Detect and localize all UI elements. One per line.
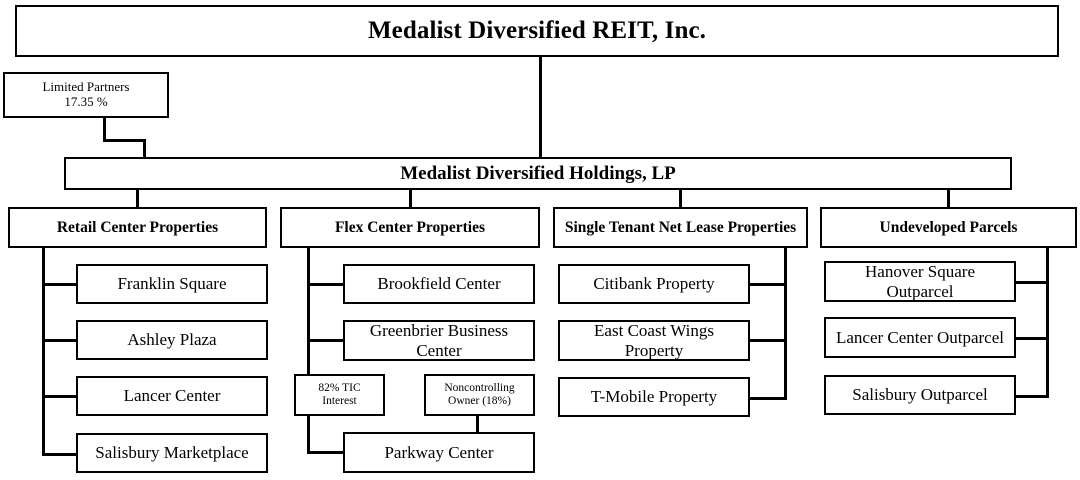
connector-lp-down <box>103 118 106 141</box>
node-ashley-plaza: Ashley Plaza <box>76 320 268 360</box>
stub-retail-salisbury-marketplace <box>42 453 78 456</box>
node-category-single-tenant-net-lease-properties: Single Tenant Net Lease Properties <box>553 207 808 248</box>
node-parkway-center: Parkway Center <box>343 432 535 473</box>
spine-undeveloped-parcels <box>1046 248 1049 398</box>
node-limited-partners-percent: 17.35 % <box>64 94 108 109</box>
node-greenbrier-business-center: Greenbrier Business Center <box>343 320 535 361</box>
node-medalist-reit-label: Medalist Diversified REIT, Inc. <box>367 17 707 44</box>
node-franklin-square: Franklin Square <box>76 264 268 304</box>
node-limited-partners: Limited Partners 17.35 % <box>3 72 169 118</box>
stub-retail-lancer-center <box>42 395 78 398</box>
node-category-undeveloped-parcels: Undeveloped Parcels <box>820 207 1077 248</box>
stub-retail-ashley-plaza <box>42 339 78 342</box>
node-t-mobile-property: T-Mobile Property <box>558 377 750 417</box>
node-salisbury-marketplace-label: Salisbury Marketplace <box>95 443 249 463</box>
connector-holdings-to-single-tenant <box>679 190 682 208</box>
stub-undeveloped-salisbury <box>1012 395 1049 398</box>
node-tic-interest: 82% TIC Interest <box>294 374 385 416</box>
node-category-flex-center-properties: Flex Center Properties <box>280 207 540 248</box>
node-category-single-tenant-net-lease-properties-label: Single Tenant Net Lease Properties <box>564 218 797 236</box>
stub-single-tenant-t-mobile <box>749 397 787 400</box>
node-lancer-center-outparcel: Lancer Center Outparcel <box>824 317 1016 358</box>
node-category-retail-center-properties: Retail Center Properties <box>8 207 267 248</box>
connector-lp-into-holdings <box>143 139 146 158</box>
spine-single-tenant <box>784 248 787 400</box>
connector-holdings-to-undeveloped <box>947 190 950 208</box>
connector-holdings-to-retail <box>136 190 139 208</box>
node-tic-interest-label: 82% TIC Interest <box>318 382 361 407</box>
node-category-retail-center-properties-label: Retail Center Properties <box>56 218 219 236</box>
node-lancer-center: Lancer Center <box>76 376 268 416</box>
stub-retail-franklin-square <box>42 283 78 286</box>
spine-retail-center <box>42 248 45 456</box>
node-greenbrier-business-center-label: Greenbrier Business Center <box>369 321 509 360</box>
connector-lp-across <box>103 139 146 142</box>
node-citibank-property-label: Citibank Property <box>593 274 715 294</box>
node-lancer-center-label: Lancer Center <box>123 386 221 406</box>
node-limited-partners-label: Limited Partners <box>42 79 130 95</box>
node-lancer-center-outparcel-label: Lancer Center Outparcel <box>835 327 1005 347</box>
node-franklin-square-label: Franklin Square <box>117 274 227 294</box>
node-category-undeveloped-parcels-label: Undeveloped Parcels <box>879 218 1018 236</box>
node-medalist-holdings: Medalist Diversified Holdings, LP <box>64 157 1012 190</box>
node-hanover-square-outparcel-label: Hanover Square Outparcel <box>865 262 975 301</box>
stub-undeveloped-hanover-square <box>1012 281 1049 284</box>
node-category-flex-center-properties-label: Flex Center Properties <box>334 218 486 236</box>
stub-single-tenant-citibank <box>749 283 787 286</box>
connector-tic-down <box>307 416 310 453</box>
stub-undeveloped-lancer-center <box>1012 337 1049 340</box>
stub-flex-brookfield-center <box>307 283 345 286</box>
node-hanover-square-outparcel: Hanover Square Outparcel <box>824 261 1016 302</box>
node-t-mobile-property-label: T-Mobile Property <box>590 387 718 407</box>
connector-tic-to-parkway <box>307 451 347 454</box>
node-brookfield-center: Brookfield Center <box>343 264 535 304</box>
node-noncontrolling-owner-label: Noncontrolling Owner (18%) <box>444 382 515 407</box>
node-salisbury-marketplace: Salisbury Marketplace <box>76 433 268 473</box>
node-east-coast-wings-property-label: East Coast Wings Property <box>594 321 714 360</box>
node-ashley-plaza-label: Ashley Plaza <box>127 330 217 350</box>
node-east-coast-wings-property: East Coast Wings Property <box>558 320 750 361</box>
node-noncontrolling-owner: Noncontrolling Owner (18%) <box>424 374 535 416</box>
connector-noncontrolling-to-parkway <box>476 416 479 434</box>
node-brookfield-center-label: Brookfield Center <box>377 274 501 294</box>
connector-reit-to-holdings <box>539 57 542 158</box>
node-medalist-holdings-label: Medalist Diversified Holdings, LP <box>400 162 676 184</box>
node-parkway-center-label: Parkway Center <box>384 442 494 462</box>
connector-holdings-to-flex <box>409 190 412 208</box>
stub-single-tenant-east-coast-wings <box>749 339 787 342</box>
node-salisbury-outparcel-label: Salisbury Outparcel <box>852 385 988 405</box>
stub-flex-greenbrier-business-center <box>307 339 345 342</box>
node-salisbury-outparcel: Salisbury Outparcel <box>824 375 1016 415</box>
node-citibank-property: Citibank Property <box>558 264 750 304</box>
spine-flex-center <box>307 248 310 384</box>
node-medalist-reit: Medalist Diversified REIT, Inc. <box>15 5 1059 57</box>
